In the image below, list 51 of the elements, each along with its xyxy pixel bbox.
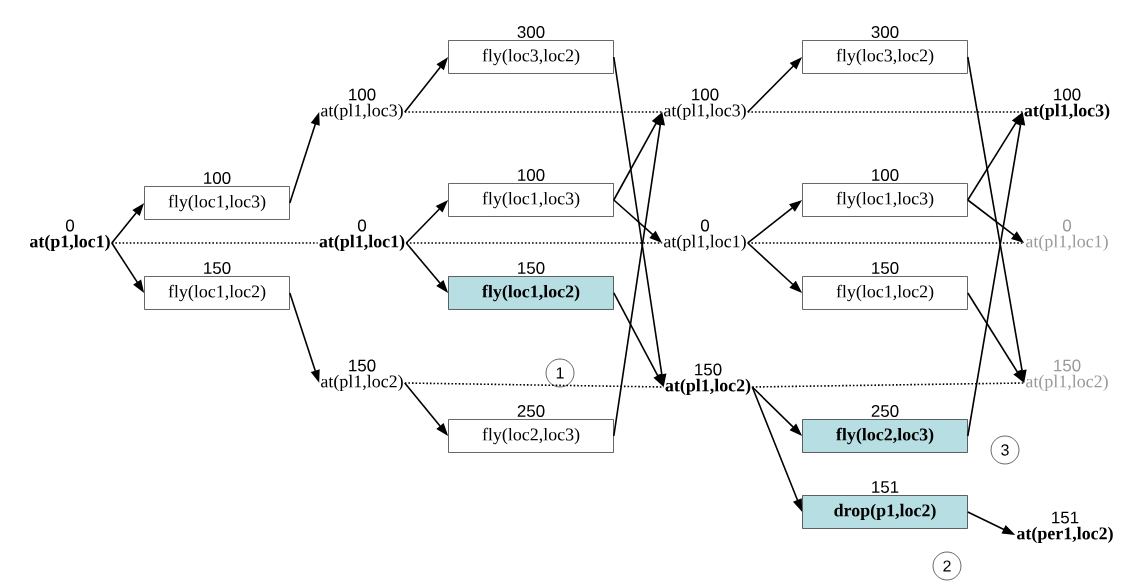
- action-box: fly(loc1,loc2): [144, 276, 290, 310]
- state-label: at(pl1,loc2): [321, 374, 403, 392]
- cost-label: 150: [349, 359, 376, 372]
- cost-label: 100: [1054, 88, 1081, 101]
- cost-label: 0: [65, 219, 75, 232]
- dotted-line: [747, 242, 1025, 244]
- state-label: at(pl1,loc1): [319, 234, 405, 252]
- state-label: at(pl1,loc3): [1024, 103, 1110, 121]
- dotted-line: [751, 382, 1025, 388]
- cost-label: 0: [1062, 219, 1072, 232]
- dotted-line: [403, 111, 664, 113]
- cost-label: 0: [357, 219, 367, 232]
- cost-label: 100: [872, 169, 899, 181]
- action-box: fly(loc2,loc3): [802, 419, 968, 453]
- action-box: fly(loc1,loc2): [802, 276, 968, 310]
- action-box: fly(loc1,loc2): [448, 276, 614, 310]
- action-box: fly(loc1,loc3): [144, 186, 290, 220]
- state-label: at(pl1,loc3): [664, 103, 746, 121]
- cost-label: 151: [872, 481, 899, 493]
- dotted-line: [405, 242, 664, 244]
- cost-label: 150: [204, 262, 231, 274]
- cost-label: 300: [871, 26, 899, 38]
- cost-label: 100: [204, 172, 231, 184]
- state-label: at(pl1,loc1): [664, 234, 746, 252]
- dotted-line: [747, 111, 1024, 113]
- state-label: at(per1,loc2): [1017, 526, 1113, 544]
- state-label: at(pl1,loc2): [665, 378, 751, 396]
- dotted-line: [403, 382, 665, 388]
- cost-label: 100: [692, 88, 719, 101]
- cost-label: 250: [517, 405, 545, 417]
- state-label: at(p1,loc1): [30, 234, 110, 252]
- cost-label: 150: [1054, 359, 1081, 372]
- state-label: at(pl1,loc1): [1026, 234, 1108, 252]
- cost-label: 250: [871, 405, 899, 417]
- cost-label: 150: [695, 363, 722, 376]
- action-box: fly(loc1,loc3): [448, 183, 614, 217]
- cost-label: 100: [349, 88, 376, 101]
- cost-label: 151: [1052, 511, 1079, 524]
- cost-label: 100: [518, 169, 545, 181]
- dotted-line: [111, 242, 319, 244]
- action-box: fly(loc2,loc3): [448, 419, 614, 453]
- action-box: drop(p1,loc2): [802, 495, 968, 529]
- action-box: fly(loc1,loc3): [802, 183, 968, 217]
- action-box: fly(loc3,loc2): [802, 40, 968, 74]
- cost-label: 150: [518, 262, 545, 274]
- action-box: fly(loc3,loc2): [448, 40, 614, 74]
- cost-label: 0: [700, 219, 710, 232]
- state-label: at(pl1,loc3): [321, 103, 403, 121]
- cost-label: 150: [872, 262, 899, 274]
- state-label: at(pl1,loc2): [1026, 374, 1108, 392]
- cost-label: 300: [517, 26, 545, 38]
